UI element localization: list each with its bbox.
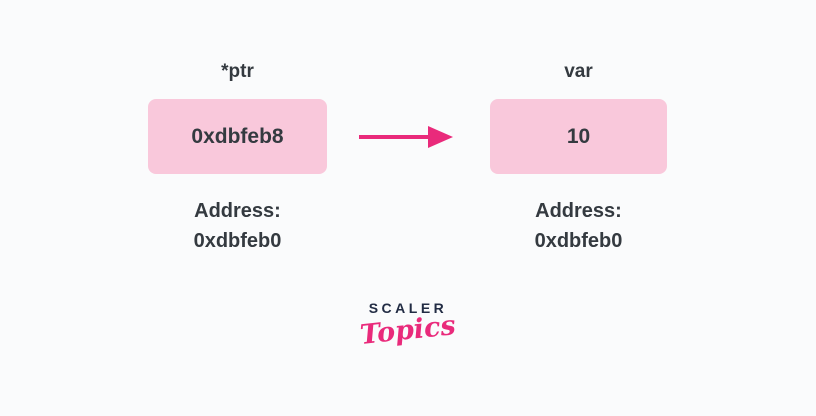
pointer-address-value: 0xdbfeb0 [193, 230, 282, 252]
logo-sub-text: Topics [358, 310, 458, 351]
pointer-address: Address: 0xdbfeb0 [148, 196, 327, 256]
scaler-topics-logo: SCALER Topics [0, 300, 816, 351]
variable-address: Address: 0xdbfeb0 [490, 196, 667, 256]
pointer-value-box: 0xdbfeb8 [148, 99, 327, 174]
variable-value-box: 10 [490, 99, 667, 174]
pointer-value: 0xdbfeb8 [191, 124, 284, 148]
arrow-right-icon [356, 121, 456, 153]
logo-brand-text: SCALER [368, 300, 448, 316]
pointer-address-label: Address: [194, 200, 281, 222]
variable-address-label: Address: [535, 200, 622, 222]
variable-address-value: 0xdbfeb0 [534, 230, 623, 252]
pointer-label: *ptr [221, 61, 254, 82]
variable-value: 10 [566, 124, 591, 148]
variable-label: var [564, 61, 593, 82]
variable-cell-group: var 10 Address: 0xdbfeb0 [490, 60, 667, 256]
arrow-head [428, 126, 453, 148]
pointer-cell-group: *ptr 0xdbfeb8 Address: 0xdbfeb0 [148, 60, 327, 256]
